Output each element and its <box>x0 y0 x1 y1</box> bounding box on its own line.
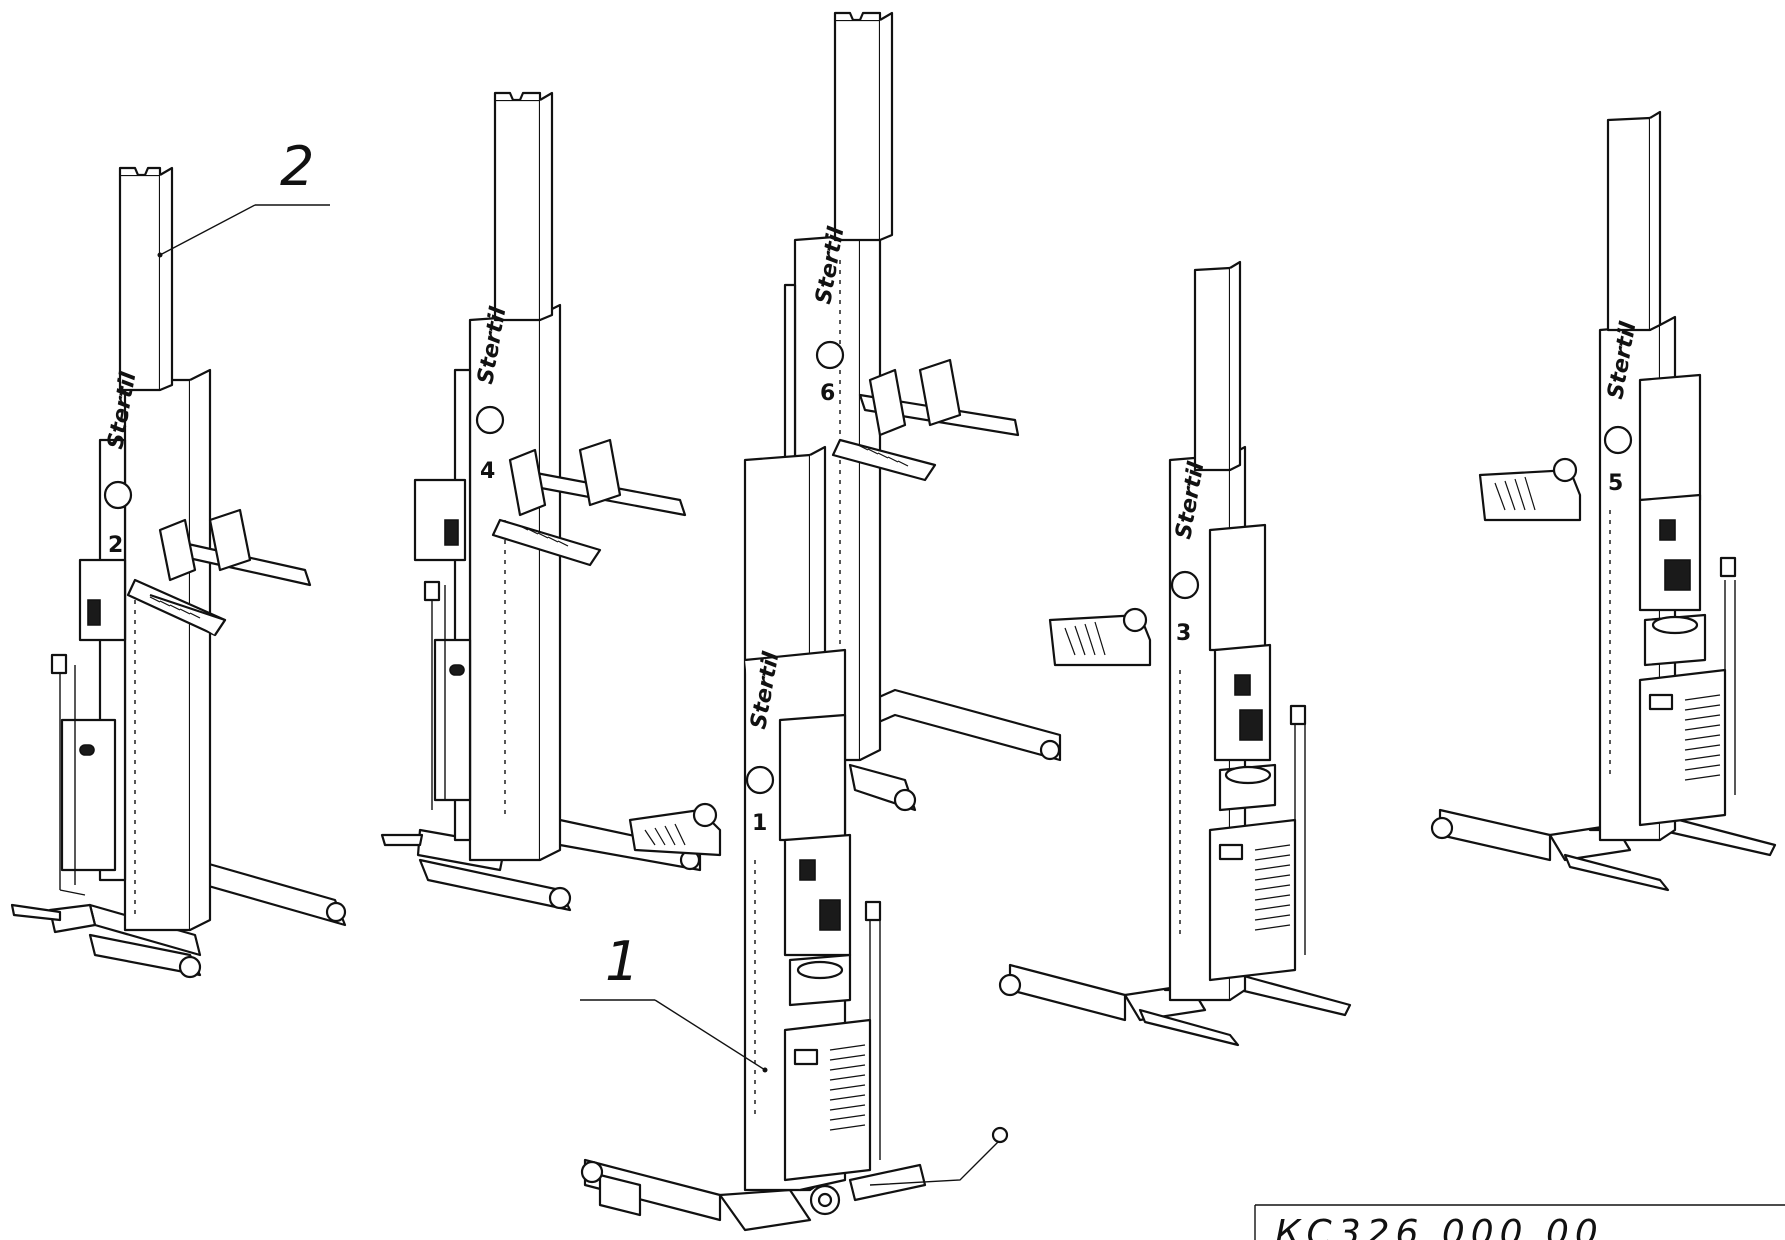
callout-2-label: 2 <box>280 135 314 198</box>
callout-1-label: 1 <box>605 930 639 993</box>
title-block: КС326.000.00 <box>1254 1204 1785 1240</box>
column-4-number: 4 <box>480 459 495 484</box>
lift-column-5: Stertil 5 <box>1430 110 1777 892</box>
drawing-designation: КС326.000.00 <box>1275 1213 1604 1240</box>
column-6-number: 6 <box>820 381 835 406</box>
lift-column-1: Stertil 1 <box>580 445 1009 1232</box>
lift-column-4: Stertil 4 <box>380 91 702 912</box>
column-5-number: 5 <box>1608 471 1623 496</box>
column-1-number: 1 <box>752 811 767 836</box>
lift-column-2: Stertil 2 <box>10 166 347 979</box>
callout-2: 2 <box>157 135 330 258</box>
callout-1: 1 <box>580 930 768 1073</box>
column-2-number: 2 <box>108 533 123 558</box>
lift-column-3: Stertil 3 <box>998 260 1352 1047</box>
lift-column-6: Stertil 6 <box>783 11 1062 812</box>
column-3-number: 3 <box>1176 621 1191 646</box>
